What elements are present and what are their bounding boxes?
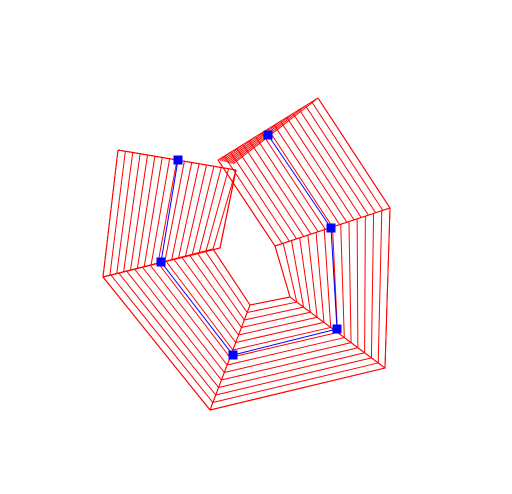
left-arm-rib [136,156,156,269]
top-right-cap [227,120,281,163]
bottom-left-rib [189,254,242,328]
top-right-rib [286,117,355,221]
right-rib [370,213,375,358]
top-right-rib [273,124,341,225]
top-right-cap [221,144,244,162]
left-arm-rib [178,163,200,258]
bottom-left-rib [118,272,217,396]
right-rib [290,240,305,308]
top-right-rib [248,140,312,235]
left-arm-rib [143,157,163,267]
left-arm-rib [212,169,237,250]
right-rib [332,226,338,333]
bottom-left-rib [149,264,228,366]
bottom-rib [215,357,372,396]
top-right-rib [267,128,333,228]
control-handle-4[interactable] [332,324,342,334]
wireframe-mesh [102,97,391,411]
control-handle-1[interactable] [173,155,183,165]
right-rib [299,237,311,313]
control-handle-3[interactable] [228,350,238,360]
right-rib [307,235,318,318]
left-arm-rib [171,162,193,260]
left-arm-rib [157,159,178,264]
top-right-rib [311,101,384,211]
bottom-rib [227,337,345,366]
left-arm-rib [185,164,207,257]
bottom-rib [235,321,325,343]
top-right-rib [292,113,362,218]
top-right-rib [280,120,348,223]
bottom-rib [229,332,338,358]
bottom-rib [247,301,297,313]
bottom-rib [218,352,365,388]
bottom-left-rib [165,260,234,351]
left-arm-rib [191,166,215,255]
right-rib [282,243,298,303]
left-arm-rib [130,154,148,271]
right-rib [364,216,366,353]
left-arm-rib [205,168,230,251]
control-handle-6[interactable] [263,130,273,140]
right-rib [315,232,325,323]
top-right-cap [225,128,269,163]
bottom-left-rib [181,256,239,336]
top-right-rib [261,132,326,230]
top-right-rib [242,144,305,237]
bottom-rib [221,347,358,381]
right-rib [377,210,383,363]
bottom-left-rib [196,252,245,321]
bottom-rib [232,326,331,351]
top-right-cap [223,136,256,162]
right-rib [340,224,345,338]
left-arm-rib [164,161,185,262]
bottom-rib [238,316,318,336]
top-right-outline [217,97,391,247]
top-right-cap [232,97,319,165]
left-arm-rib [150,158,171,265]
control-handles[interactable] [156,130,342,360]
bottom-left-rib [173,258,237,343]
bottom-left-rib [157,262,231,358]
top-right-rib [298,109,369,216]
bottom-left-rib [110,274,214,403]
top-right-cap [228,113,294,164]
top-right-rib [236,148,297,240]
left-arm-outline [102,149,237,278]
control-path-line [160,134,338,356]
top-right-rib [305,105,377,214]
bottom-left-rib [134,268,222,381]
left-arm-rib [198,167,222,253]
bottom-left-rib [126,270,219,388]
control-handle-2[interactable] [156,257,166,267]
right-rib [323,229,332,328]
bottom-rib [244,306,304,321]
left-arm-rib [116,152,134,274]
control-handle-5[interactable] [326,223,336,233]
top-right-rib [255,136,319,233]
left-arm-rib [109,151,126,276]
bottom-left-rib [204,250,248,313]
top-right-rib [223,155,283,244]
bottom-rib [212,362,379,403]
top-right-rib [230,151,290,242]
top-right-cap [219,151,231,161]
bottom-rib [241,311,311,328]
left-arm-rib [123,153,141,272]
bottom-left-rib [141,266,225,373]
control-path [160,134,338,356]
bottom-rib [224,342,352,373]
right-rib [348,221,352,343]
right-rib [356,218,359,348]
